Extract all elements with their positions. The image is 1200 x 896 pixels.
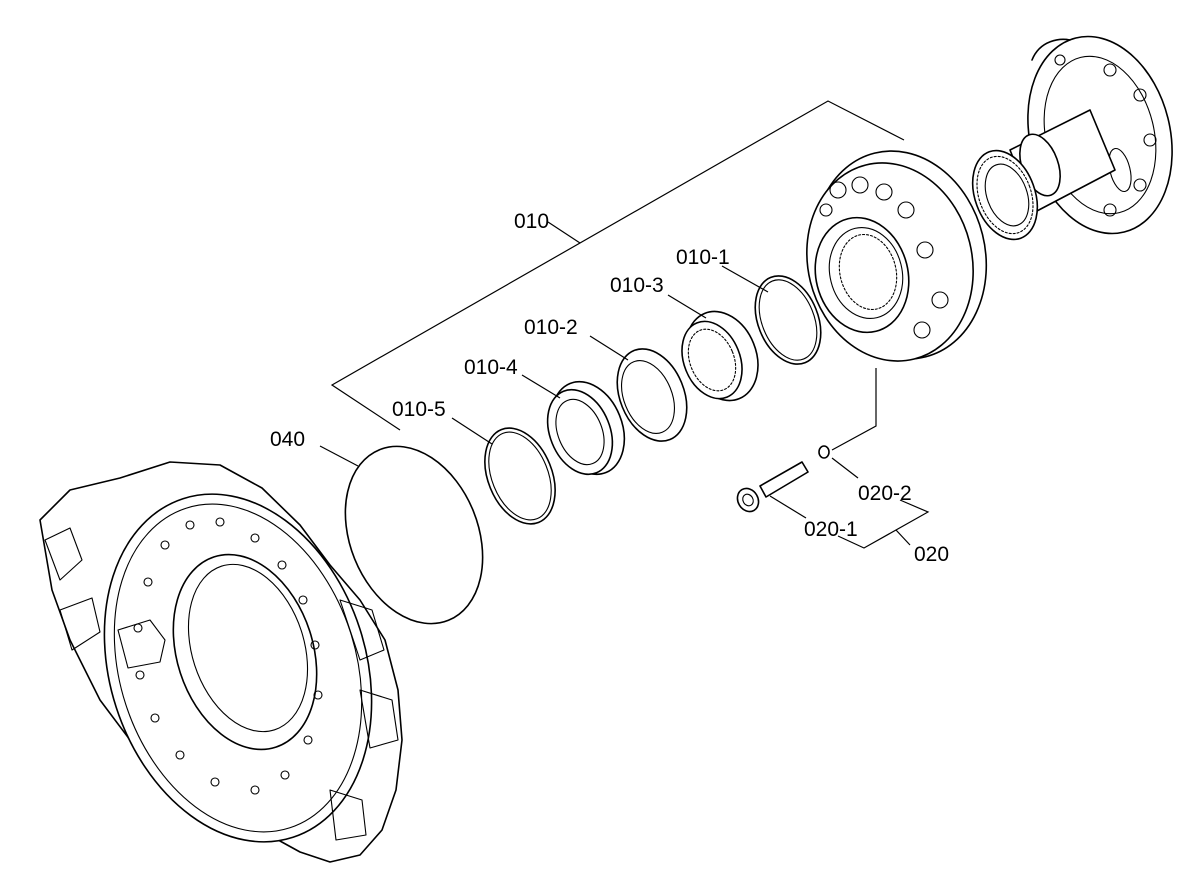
label-010-4: 010-4 [464, 356, 518, 379]
label-020: 020 [914, 543, 949, 566]
label-010-2: 010-2 [524, 316, 578, 339]
group-bracket-010 [330, 100, 905, 431]
part-010-1-snap-ring [754, 275, 822, 365]
part-010-3-needle-bearing [681, 310, 759, 402]
label-020-2: 020-2 [858, 482, 912, 505]
part-labels: 010 010-1 010-3 010-2 010-4 010-5 040 02… [270, 210, 949, 566]
label-040: 040 [270, 428, 305, 451]
part-040-o-ring [344, 445, 484, 625]
part-020-2-small-ring [818, 445, 830, 459]
output-flange-shaft [971, 35, 1173, 241]
bearing-housing [806, 150, 988, 362]
label-010-5: 010-5 [392, 398, 446, 421]
part-010-5-snap-ring [484, 427, 556, 525]
label-010-3: 010-3 [610, 274, 664, 297]
part-010-4-bushing-ring [546, 380, 626, 476]
label-010: 010 [514, 210, 549, 233]
transmission-housing [39, 461, 403, 863]
part-020-1-bolt [736, 461, 809, 513]
part-010-2-thrust-washer [616, 348, 688, 442]
label-020-1: 020-1 [804, 518, 858, 541]
leader-lines [319, 265, 930, 549]
label-010-1: 010-1 [676, 246, 730, 269]
